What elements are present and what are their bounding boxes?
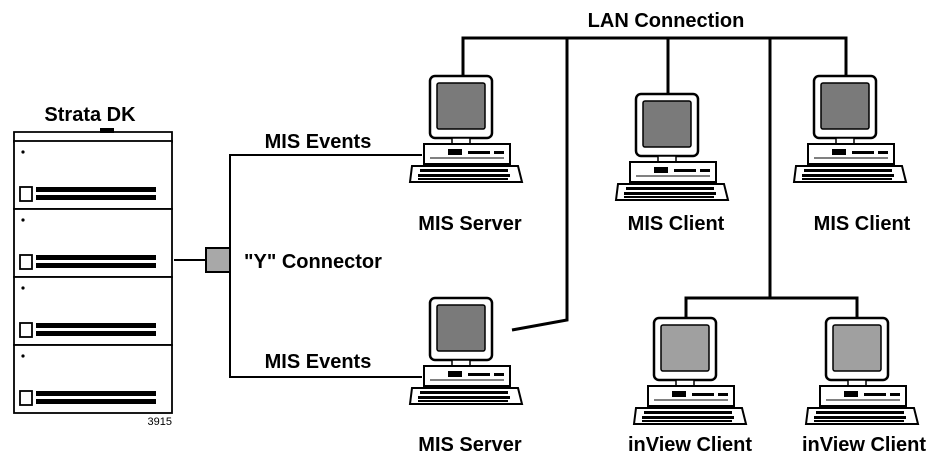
wiring xyxy=(174,36,859,378)
device-label-mis-server-top: MIS Server xyxy=(418,213,522,235)
mis-server-bottom xyxy=(408,296,524,406)
computer-icon xyxy=(632,316,748,426)
device-label-mis-client-2: MIS Client xyxy=(814,213,911,235)
lan-drop-mis-server-2 xyxy=(511,38,569,332)
mis-server-top xyxy=(408,74,524,184)
lan-branch-inview xyxy=(684,296,859,320)
cabinet-unit-1 xyxy=(13,140,173,210)
mis-events-bottom-wire xyxy=(229,260,422,378)
computer-icon xyxy=(804,316,920,426)
strata-dk-cabinet xyxy=(13,128,173,414)
mis-client-1 xyxy=(614,92,730,202)
mis-events-top-label: MIS Events xyxy=(265,131,372,153)
computer-icon xyxy=(408,74,524,184)
figure-number: 3915 xyxy=(148,416,172,428)
device-label-inview-client-2: inView Client xyxy=(802,434,926,455)
cabinet-unit-4 xyxy=(13,344,173,414)
cabinet-unit-3 xyxy=(13,276,173,346)
device-label-mis-client-1: MIS Client xyxy=(628,213,725,235)
lan-backbone xyxy=(461,36,848,78)
y-connector-box xyxy=(205,247,231,273)
inview-client-1 xyxy=(632,316,748,426)
mis-events-top-wire xyxy=(229,154,422,260)
computer-icon xyxy=(408,296,524,406)
inview-client-2 xyxy=(804,316,920,426)
computer-icon xyxy=(614,92,730,202)
computer-icon xyxy=(792,74,908,184)
device-label-mis-server-bottom: MIS Server xyxy=(418,434,522,455)
strata-dk-label: Strata DK xyxy=(44,104,136,126)
lan-connection-label: LAN Connection xyxy=(588,10,745,32)
mis-client-2 xyxy=(792,74,908,184)
y-connector-label: "Y" Connector xyxy=(244,251,382,273)
cabinet-unit-2 xyxy=(13,208,173,278)
device-label-inview-client-1: inView Client xyxy=(628,434,752,455)
mis-events-bottom-label: MIS Events xyxy=(265,351,372,373)
